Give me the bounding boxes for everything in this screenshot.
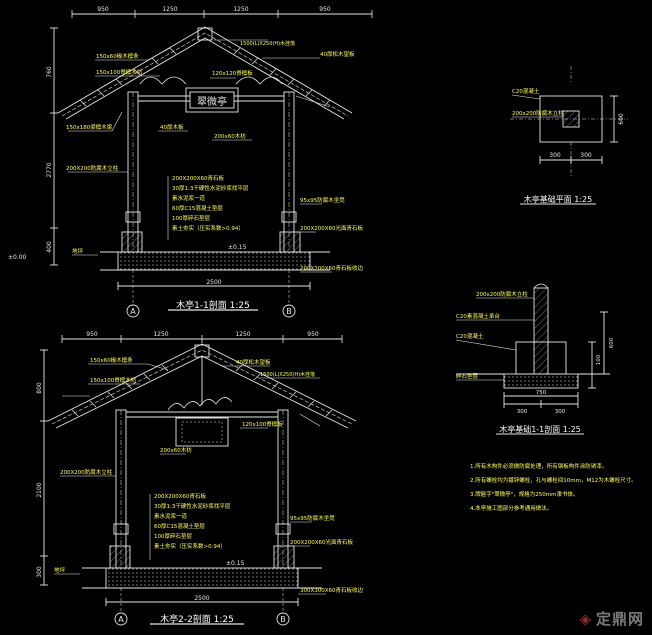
- section-1-1-callouts: 150x60椽木檩条 150x100脊檩木枋 1500(L)X250(H)木挂落…: [66, 40, 364, 272]
- callout: 30厚1:3干硬性水泥砂浆找平层: [154, 502, 231, 510]
- callout: 40厚松木望板: [320, 50, 355, 58]
- dim-top-4: 950: [307, 331, 319, 338]
- dim-left-3: 400: [46, 241, 53, 253]
- callout: 素水泥浆一道: [172, 194, 206, 202]
- section-2-2-callouts: 150x60椽木檩条 40厚松木望板 1500(L)X250(H)木挂落 150…: [54, 356, 364, 594]
- callout: 95x95防腐木坐凳: [300, 196, 345, 204]
- dim-top-3: 1250: [233, 6, 248, 13]
- note-line: 1.所有木构件必须做防腐处理，所有钢板构件涂防锈漆。: [470, 462, 607, 470]
- callout: 素水泥浆一道: [154, 512, 188, 520]
- note-line: 3.牌匾字"翠微亭"，规格为250mm隶书体。: [470, 490, 579, 498]
- watermark-logo-icon: ◈: [579, 610, 592, 628]
- callout: 60厚C15混凝土垫层: [154, 522, 205, 530]
- callout: 40厚木板: [160, 123, 184, 131]
- callout: 地坪: [72, 247, 84, 255]
- watermark-text: 定鼎网: [595, 610, 644, 628]
- section-1-1: [50, 10, 373, 318]
- callout: 300X300X60青石板收边: [300, 586, 364, 594]
- section-2-2-title: 木亭2-2剖面 1:25: [160, 613, 234, 625]
- callout: C20混凝土: [512, 87, 540, 95]
- callout: 150x100脊檩木枋: [96, 68, 143, 76]
- callout: 素土夯实（压实系数>0.94）: [154, 542, 226, 550]
- note-line: 2.所有螺栓均为镀锌螺栓，孔与螺栓间10mm，M12为木螺栓尺寸。: [470, 476, 637, 484]
- callout: 200X200X60青石板: [154, 492, 207, 500]
- callout: 60厚C15混凝土垫层: [172, 204, 223, 212]
- dim-bottom: 2500: [194, 595, 209, 602]
- callout: 素土夯实（压实系数>0.94）: [172, 224, 244, 232]
- callout: C20素混凝土承台: [456, 312, 500, 320]
- dim: 300: [555, 409, 566, 415]
- dim-top-4: 950: [319, 6, 331, 13]
- callout: 碎石垫层: [456, 372, 479, 380]
- dim: 750: [536, 390, 547, 396]
- note-line: 4.本亭施工图部分参考通用做法。: [470, 504, 552, 512]
- section-2-2-text: 950 1250 1250 950 800 2100 300 ±0.15 250…: [36, 331, 319, 624]
- elev-top: ±0.00: [8, 254, 27, 261]
- dim-top-2: 1250: [162, 6, 177, 13]
- callout: 100厚碎石垫层: [172, 214, 210, 222]
- callout: C20混凝土: [456, 332, 484, 340]
- foundation-section-callouts: 200x200防腐木立柱 C20素混凝土承台 C20混凝土 碎石垫层: [456, 290, 528, 380]
- callout: 200X200X60青石板收边: [300, 264, 364, 272]
- callout: 1500(L)X250(H)木挂落: [260, 371, 315, 378]
- dim-left-1: 800: [36, 382, 43, 394]
- callout: 100厚碎石垫层: [154, 532, 192, 540]
- section-1-1-title: 木亭1-1剖面 1:25: [176, 299, 250, 311]
- dim-left-1: 760: [46, 66, 53, 78]
- notes: 1.所有木构件必须做防腐处理，所有钢板构件涂防锈漆。 2.所有螺栓均为镀锌螺栓，…: [470, 462, 637, 512]
- dim-top-1: 950: [97, 6, 109, 13]
- callout: 200X200防腐木立柱: [66, 164, 119, 172]
- callout: 30厚1:3干硬性水泥砂浆找平层: [172, 184, 249, 192]
- callout: 地坪: [54, 566, 66, 574]
- dim: 600: [609, 337, 615, 348]
- axis-b-label: B: [280, 615, 286, 624]
- foundation-plan-callouts: C20混凝土 200x200防腐木立柱: [512, 87, 564, 117]
- dim-top-2: 1250: [153, 331, 168, 338]
- callout: 200X200X60光面青石板: [290, 538, 354, 546]
- callout: 200X200X60光面青石板: [300, 224, 364, 232]
- callout: 200X200防腐木立柱: [60, 468, 113, 476]
- callout: 200X200X60青石板: [172, 174, 225, 182]
- elev-floor: ±0.15: [226, 560, 245, 567]
- section-2-2: [40, 335, 357, 626]
- foundation-plan-text: 300 300 600: [549, 113, 625, 159]
- foundation-section: [455, 283, 610, 435]
- callout: 1500(L)X250(H)木挂落: [240, 40, 295, 47]
- foundation-plan-title: 木亭基础平面 1:25: [524, 194, 593, 204]
- callout: 40厚松木望板: [236, 358, 271, 366]
- callout: 150x180梁檩木梁: [66, 123, 113, 131]
- callout: 150x60椽木檩条: [96, 52, 139, 60]
- axis-b-label: B: [286, 307, 292, 316]
- callout: 150x60椽木檩条: [90, 356, 133, 364]
- callout: 120x120脊檩板: [212, 69, 253, 77]
- foundation-section-text: 750 300 300 600 100: [517, 337, 615, 415]
- dim: 600: [618, 113, 625, 125]
- dim-left-3: 300: [36, 566, 43, 578]
- dim: 100: [596, 354, 602, 365]
- callout: 200x200防腐木立柱: [476, 290, 528, 298]
- callout: 200x60木枋: [160, 446, 192, 454]
- watermark: ◈定鼎网: [579, 608, 644, 629]
- dim: 300: [580, 152, 592, 159]
- sign-board-text: 翠微亭: [197, 95, 227, 108]
- dim: 300: [517, 409, 528, 415]
- dim-bottom: 2500: [206, 279, 221, 286]
- section-1-1-text: 950 1250 1250 950 760 2770 400 ±0.00 ±0.…: [8, 6, 331, 316]
- axis-a-label: A: [130, 307, 136, 316]
- dim-left-2: 2770: [46, 162, 53, 177]
- elev-floor: ±0.15: [228, 244, 247, 251]
- foundation-plan: [510, 66, 628, 205]
- dim-top-3: 1250: [235, 331, 250, 338]
- callout: 150x100脊檩木枋: [90, 376, 137, 384]
- dim-top-1: 950: [86, 331, 98, 338]
- callout: 120x100脊檩板: [242, 420, 283, 428]
- dim: 300: [549, 152, 561, 159]
- callout: 200x200防腐木立柱: [512, 109, 564, 117]
- callout: 200x60木枋: [214, 132, 246, 140]
- callout: 95x95防腐木坐凳: [290, 514, 335, 522]
- foundation-section-title: 木亭基础1-1剖面 1:25: [499, 424, 581, 434]
- axis-a-label: A: [118, 615, 124, 624]
- dim-left-2: 2100: [36, 482, 43, 497]
